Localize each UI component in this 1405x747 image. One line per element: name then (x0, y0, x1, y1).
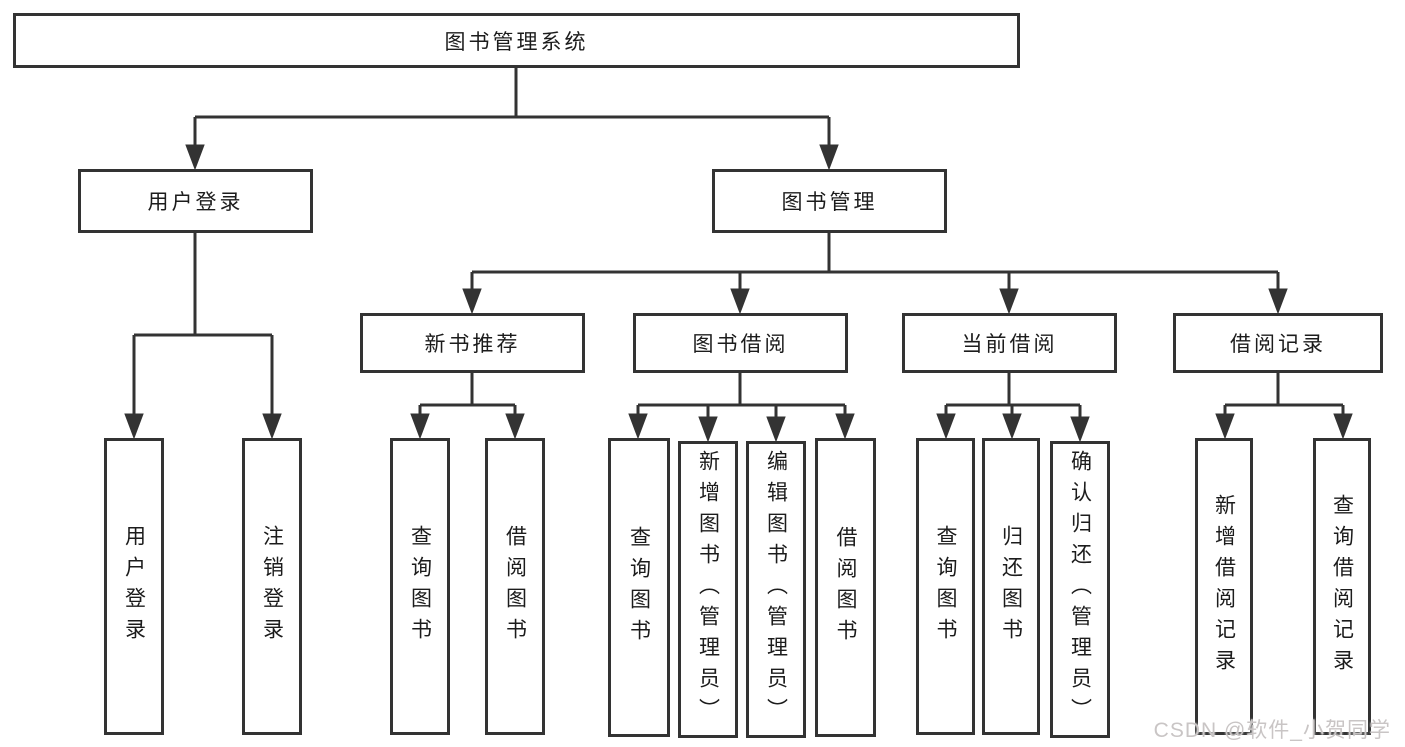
node-label: 新增图书（管理员） (696, 450, 720, 729)
node-label: 借阅记录 (1230, 333, 1326, 356)
leaf-add-books-admin: 新增图书（管理员） (678, 441, 738, 738)
node-label: 查询借阅记录 (1330, 493, 1354, 680)
node-label: 编辑图书（管理员） (764, 450, 788, 729)
arrow-down-icon (766, 416, 786, 443)
arrow-down-icon (1215, 413, 1235, 440)
leaf-query-books: 查询图书 (916, 438, 975, 735)
node-label: 用户登录 (122, 524, 146, 649)
node-label: 当前借阅 (961, 333, 1058, 356)
arrow-down-icon (999, 288, 1019, 315)
connector-bookmgmt-to-level3 (462, 233, 1288, 315)
leaf-logout: 注销登录 (242, 438, 302, 735)
node-label: 图书管理系统 (444, 30, 589, 54)
connector-borrowrec-to-leaves (1215, 373, 1353, 440)
node-label: 查询图书 (627, 525, 651, 650)
node-label: 注销登录 (260, 524, 284, 649)
node-label: 图书管理 (781, 191, 878, 214)
arrow-down-icon (1268, 288, 1288, 315)
node-label: 确认归还（管理员） (1068, 450, 1092, 729)
arrow-down-icon (730, 288, 750, 315)
arrow-down-icon (936, 413, 956, 440)
csdn-watermark: CSDN @软件_小贺同学 (1153, 719, 1391, 742)
connector-bookborrow-to-leaves (628, 373, 855, 443)
node-library-management-system: 图书管理系统 (13, 13, 1020, 68)
connector-newbook-to-leaves (410, 373, 525, 440)
arrow-down-icon (410, 413, 430, 440)
leaf-user-login: 用户登录 (104, 438, 164, 735)
arrow-down-icon (835, 413, 855, 440)
arrow-down-icon (628, 413, 648, 440)
arrow-down-icon (1333, 413, 1353, 440)
node-label: 新增借阅记录 (1212, 493, 1236, 680)
arrow-down-icon (505, 413, 525, 440)
node-current-borrowing: 当前借阅 (902, 313, 1117, 373)
node-label: 用户登录 (147, 191, 244, 214)
node-label: 查询图书 (934, 524, 957, 649)
leaf-borrow-books: 借阅图书 (485, 438, 545, 735)
leaf-query-borrow-record: 查询借阅记录 (1313, 438, 1371, 735)
leaf-borrow-books: 借阅图书 (815, 438, 876, 737)
arrow-down-icon (1070, 416, 1090, 443)
node-new-book-recommend: 新书推荐 (360, 313, 585, 373)
node-book-management: 图书管理 (712, 169, 947, 233)
node-label: 借阅图书 (834, 525, 857, 650)
leaf-add-borrow-record: 新增借阅记录 (1195, 438, 1253, 735)
node-book-borrowing: 图书借阅 (633, 313, 848, 373)
node-label: 查询图书 (408, 524, 432, 649)
node-user-login: 用户登录 (78, 169, 313, 233)
connector-userlogin-to-leaves (124, 233, 282, 440)
leaf-query-books: 查询图书 (608, 438, 670, 737)
leaf-edit-books-admin: 编辑图书（管理员） (746, 441, 806, 738)
connector-root-to-level2 (185, 68, 839, 171)
node-label: 借阅图书 (503, 524, 527, 649)
arrow-down-icon (462, 288, 482, 315)
arrow-down-icon (262, 413, 282, 440)
node-label: 新书推荐 (424, 333, 521, 356)
arrow-down-icon (819, 144, 839, 171)
leaf-confirm-return-admin: 确认归还（管理员） (1050, 441, 1110, 738)
arrow-down-icon (124, 413, 144, 440)
connector-curborrow-to-leaves (936, 373, 1090, 443)
arrow-down-icon (185, 144, 205, 171)
node-borrow-records: 借阅记录 (1173, 313, 1383, 373)
arrow-down-icon (1002, 413, 1022, 440)
arrow-down-icon (698, 416, 718, 443)
leaf-return-books: 归还图书 (982, 438, 1040, 735)
node-label: 图书借阅 (692, 333, 789, 356)
node-label: 归还图书 (999, 524, 1023, 649)
leaf-query-books: 查询图书 (390, 438, 450, 735)
